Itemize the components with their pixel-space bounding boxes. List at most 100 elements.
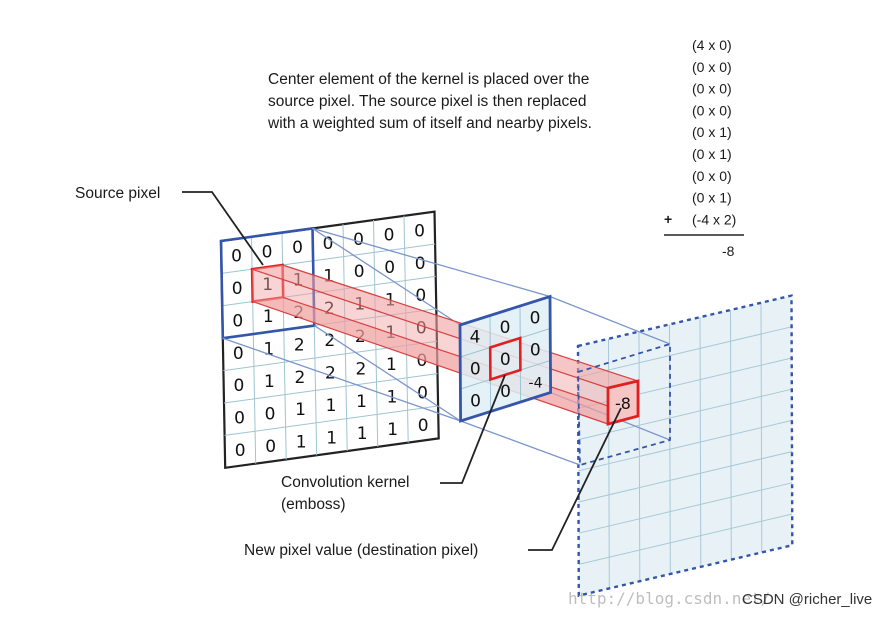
kernel-frame: [458, 294, 553, 423]
source-cell-value: 0: [384, 258, 395, 278]
source-pixel-leader: [182, 191, 264, 266]
kernel-cell-value: -4: [529, 375, 543, 391]
source-cell-value: 0: [354, 262, 365, 282]
text-layer: Center element of the kernel is placed o…: [75, 37, 872, 608]
source-cell-value: 0: [384, 226, 395, 246]
equation-term: (0 x 0): [692, 59, 732, 75]
kernel-label-line-1: Convolution kernel: [281, 474, 409, 491]
destination-grid-line: [578, 451, 793, 503]
source-cell-value: 0: [231, 247, 242, 267]
kernel-cell-value: 0: [470, 391, 481, 411]
frustum-line: [222, 337, 461, 422]
kernel-center-highlight: [488, 336, 522, 382]
source-cell-value: 1: [326, 428, 337, 448]
kernel-cell-value: 0: [500, 318, 511, 338]
source-cell-value: 1: [323, 266, 334, 286]
frustum-line: [312, 227, 461, 326]
source-grid-line: [224, 405, 439, 436]
frustum-line: [460, 420, 581, 466]
source-cell-value: 0: [265, 404, 276, 424]
kernel-cell-value: 0: [500, 382, 511, 402]
source-cell-value: 1: [326, 396, 337, 416]
source-cell-value: 0: [262, 242, 273, 262]
source-cell-value: 0: [265, 437, 276, 457]
kernel-cell-value: 4: [470, 327, 481, 347]
kernel-cell-value: 0: [530, 340, 541, 360]
kernel-cell-value: 0: [530, 308, 541, 328]
source-cell-value: 0: [417, 351, 428, 371]
source-cell-value: 1: [262, 275, 273, 295]
equation-term: (0 x 1): [692, 190, 732, 206]
source-cell-value: 0: [234, 376, 245, 396]
credit-text: CSDN @richer_live: [742, 591, 872, 608]
source-cell-value: 0: [418, 416, 429, 436]
equation-term: (0 x 1): [692, 124, 732, 140]
destination-grid-line: [577, 326, 792, 378]
source-cell-value: 2: [325, 364, 336, 384]
source-cell-value: 2: [324, 331, 335, 351]
destination-grid-line: [578, 388, 792, 441]
equation-term: (4 x 0): [692, 37, 732, 53]
source-cell-value: 0: [414, 221, 425, 241]
source-cell-value: 2: [324, 299, 335, 319]
equation-term: (-4 x 2): [692, 211, 736, 227]
caption-line-1: Center element of the kernel is placed o…: [268, 71, 589, 88]
source-cell-value: 0: [323, 234, 334, 254]
beam-edge: [282, 264, 639, 382]
destination-grid-line: [578, 419, 793, 472]
equation-term: (0 x 0): [692, 102, 732, 118]
caption-line-3: with a weighted sum of itself and nearby…: [267, 115, 592, 132]
equation-term: (0 x 1): [692, 146, 732, 162]
source-cell-value: 1: [295, 400, 306, 420]
destination-plane-layer: [576, 294, 794, 598]
kernel-cell-value: 0: [470, 359, 481, 379]
source-cell-value: 1: [296, 433, 307, 453]
kernel-label-line-2: (emboss): [281, 496, 346, 513]
frustum-line: [312, 227, 551, 298]
source-cell-value: 0: [415, 286, 426, 306]
source-grid-line: [342, 224, 348, 452]
equation-result: -8: [722, 243, 735, 259]
source-cell-value: 0: [235, 441, 246, 461]
kernel-face: [460, 296, 551, 421]
watermark-text: http://blog.csdn.net/: [568, 589, 770, 608]
source-cell-value: 0: [232, 279, 243, 299]
equation-plus-sign: +: [664, 211, 672, 227]
source-cell-value: 1: [264, 372, 275, 392]
source-cell-value: 0: [415, 254, 426, 274]
frustum-line: [549, 295, 671, 345]
source-cell-value: 2: [295, 368, 306, 388]
source-cell-value: 0: [416, 319, 427, 339]
destination-grid-line: [578, 482, 793, 534]
source-cell-value: 0: [353, 230, 364, 250]
equation-terms: (4 x 0) (0 x 0) (0 x 0) (0 x 0) (0 x 1) (0 x …: [692, 37, 736, 227]
destination-plane-border: [576, 294, 794, 598]
beam-edge: [252, 301, 609, 425]
frustum-line: [313, 325, 461, 422]
source-cell-value: 0: [233, 344, 244, 364]
source-cell-value: 1: [263, 307, 274, 327]
source-cell-value: 2: [356, 359, 367, 379]
source-cell-value: 1: [357, 424, 368, 444]
destination-pixel-value: -8: [615, 394, 631, 413]
source-cell-value: 0: [292, 238, 303, 258]
caption-line-2: source pixel. The source pixel is then r…: [268, 93, 587, 110]
new-pixel-label: New pixel value (destination pixel): [244, 542, 478, 559]
source-cell-value: 1: [387, 420, 398, 440]
equation-term: (0 x 0): [692, 81, 732, 97]
destination-pixel-highlight: [606, 379, 640, 426]
source-cell-value: 1: [386, 355, 397, 375]
kernel-leader: [440, 374, 506, 484]
source-grid-line: [223, 373, 438, 404]
source-pixel-label: Source pixel: [75, 185, 160, 202]
kernel-cell-value: 0: [500, 350, 511, 370]
destination-grid-line: [578, 513, 793, 565]
source-cell-value: 2: [294, 335, 305, 355]
source-cell-value: 0: [232, 311, 243, 331]
equation-term: (0 x 0): [692, 168, 732, 184]
source-cell-value: 1: [263, 340, 274, 360]
destination-window: [577, 342, 671, 467]
new-pixel-leader: [528, 407, 622, 551]
